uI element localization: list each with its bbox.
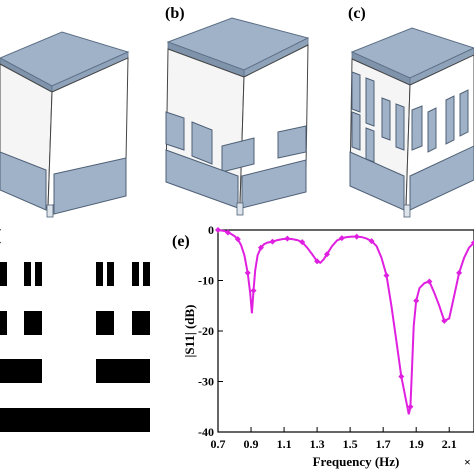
pattern-bar [24,262,31,286]
cube-b-slot-2 [191,121,213,165]
s11-chart: 0 -10 -20 -30 -40 0.7 0.9 1.1 1.3 1.5 1.7 1.9 2.1 F… [182,223,474,469]
pattern-bar [0,262,7,286]
cube-c-slot [395,103,405,151]
x-tick-label: 1.3 [310,437,325,451]
pattern-bar [96,262,103,286]
cube-c-slot [427,107,437,153]
cube-c-slots [351,71,469,163]
cube-c-slot [411,105,423,151]
s11-data-point [398,373,405,380]
s11-data-point [244,269,251,276]
s11-data-point [224,229,231,236]
x-tick-label: 1.1 [277,437,292,451]
cube-b-slot-1 [165,111,185,151]
pattern-block [96,311,114,335]
pattern-bar [132,262,139,286]
cube-c-strip-right [409,145,474,211]
s11-data-point [234,236,241,243]
s11-data-point [456,269,463,276]
cube-c-slot [365,127,375,163]
s11-series-markers [215,227,474,410]
s11-data-point [215,227,221,233]
antenna-cube-b [165,17,310,216]
y-tick-label: -40 [198,425,214,439]
corner-mark: × [464,455,471,469]
pattern-bar [143,262,150,286]
cube-c-feed [403,204,411,218]
cube-b-slot-4 [277,125,307,159]
pattern-block [24,311,42,335]
x-tick-label: 1.7 [376,437,391,451]
s11-data-point [407,403,414,410]
s11-data-point [471,239,474,246]
y-tick-label: -10 [198,274,214,288]
cube-b-feed [236,202,244,216]
s11-data-point [383,272,390,279]
s11-data-point [314,258,321,265]
x-axis: 0.7 0.9 1.1 1.3 1.5 1.7 1.9 2.1 [211,427,457,451]
s11-data-point [269,238,276,245]
s11-data-point [426,278,433,285]
s11-series-line [217,229,474,415]
pattern-bar [35,262,42,286]
pattern-bar [107,262,114,286]
y-axis: 0 -10 -20 -30 -40 [198,223,223,439]
pattern-strip [96,359,150,383]
cube-c-slot [351,111,361,151]
x-tick-label: 0.7 [211,437,226,451]
cube-b-slot-3 [221,137,255,173]
x-tick-label: 2.1 [442,437,457,451]
antenna-cube-c [349,27,474,218]
cube-a-feed [46,204,54,218]
s11-data-point [284,235,291,242]
panel-label-c: (c) [348,5,366,22]
y-tick-label: -20 [198,324,214,338]
pattern-block [132,311,150,335]
s11-data-point [257,244,264,251]
y-axis-title: |S11| (dB) [182,304,197,357]
cube-c-slot [365,77,375,127]
cube-c-slot [445,95,455,145]
s11-data-point [250,287,257,294]
s11-data-point [338,235,345,242]
panel-label-b: (b) [165,5,185,22]
y-tick-label: 0 [208,223,214,237]
s11-data-point [441,317,448,324]
cube-c-slot [351,71,361,113]
slot-pattern-panel [0,262,150,432]
cube-a-strip-left [0,151,47,211]
x-tick-label: 0.9 [244,437,259,451]
pattern-ground [0,408,150,432]
cube-c-slot [459,89,469,137]
s11-data-point [413,297,420,304]
s11-data-point [368,238,375,245]
antenna-cube-a [0,31,130,218]
x-tick-label: 1.5 [343,437,358,451]
panel-label-d: ( [0,227,1,244]
x-axis-title: Frequency (Hz) [313,454,400,469]
s11-data-point [324,251,331,258]
cube-a-strip-right [53,157,127,215]
pattern-block [0,311,7,335]
pattern-strip [0,359,42,383]
cube-b-strip-right [241,159,307,209]
y-tick-label: -30 [198,375,214,389]
s11-data-point [299,239,306,246]
s11-data-point [353,233,360,240]
panel-label-e: (e) [172,233,190,250]
cube-c-slot [381,97,391,141]
x-tick-label: 1.9 [409,437,424,451]
